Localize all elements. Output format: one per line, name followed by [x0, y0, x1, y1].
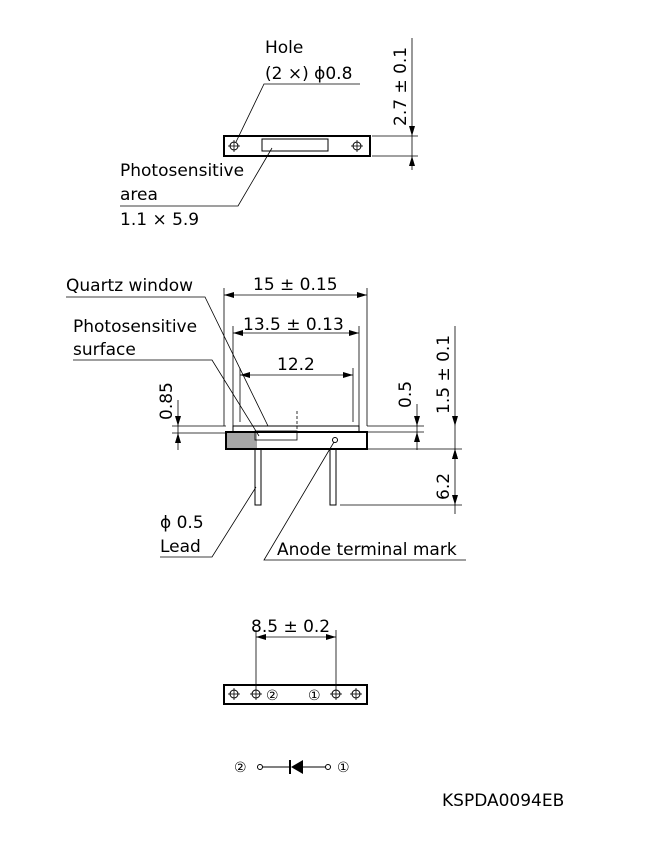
- hole-spec-label: (2 ×) ϕ0.8: [265, 64, 352, 84]
- pitch-dimension-label: 8.5 ± 0.2: [251, 617, 330, 637]
- hole-right-icon: [351, 140, 363, 152]
- photosensitive-chip: [227, 433, 257, 448]
- body-height-dimension-label: 1.5 ± 0.1: [434, 335, 454, 414]
- inner-length-dimension: 13.5 ± 0.13: [232, 315, 360, 426]
- schematic-pin-2-label: ②: [234, 760, 247, 776]
- anode-mark-dot: [332, 437, 338, 443]
- lead-label: Lead: [160, 537, 201, 557]
- diode-schematic: ② ①: [234, 760, 350, 776]
- lead-left: [254, 448, 262, 506]
- quartz-window-body: [232, 425, 360, 433]
- area-label-line-2: area: [120, 185, 158, 205]
- quartz-window-label: Quartz window: [66, 276, 193, 296]
- bottom-pin-2-label: ②: [266, 688, 279, 704]
- window-thickness-dimension-label: 0.5: [396, 381, 416, 408]
- bottom-hole-3-icon: [330, 688, 342, 700]
- area-leader-line: [120, 147, 273, 207]
- length-dimension-label: 15 ± 0.15: [253, 275, 338, 295]
- bottom-hole-2-icon: [250, 688, 262, 700]
- side-view: 15 ± 0.15 13.5 ± 0.13 12.2 Quartz window…: [66, 275, 466, 561]
- surface-label-line-2: surface: [73, 340, 136, 360]
- top-view-body: [223, 135, 371, 157]
- area-size-label: 1.1 × 5.9: [120, 210, 199, 230]
- height-dimension-label: 2.7 ± 0.1: [391, 47, 411, 126]
- height-dimension: 2.7 ± 0.1: [372, 38, 418, 170]
- window-thickness-dimension: 0.5: [367, 381, 424, 450]
- surface-label-line-1: Photosensitive: [73, 317, 197, 337]
- window-length-dimension: 12.2: [239, 355, 354, 422]
- pitch-dimension: 8.5 ± 0.2: [251, 617, 337, 688]
- top-view: Hole (2 ×) ϕ0.8 Photosensitive area 1.1 …: [120, 38, 418, 230]
- hole-label: Hole: [265, 38, 303, 58]
- anode-mark-leader: [263, 441, 466, 561]
- hole-left-icon: [228, 140, 240, 152]
- lead-length-dimension: 6.2: [340, 449, 462, 514]
- length-dimension: 15 ± 0.15: [223, 275, 368, 426]
- lead-leader-line: [160, 486, 257, 558]
- bottom-view: ② ① 8.5 ± 0.2: [223, 617, 368, 705]
- body-height-dimension: 1.5 ± 0.1: [367, 326, 462, 459]
- surface-depth-dimension: 0.85: [157, 382, 226, 450]
- lead-length-dimension-label: 6.2: [434, 473, 454, 500]
- bottom-view-body: [223, 684, 368, 705]
- lead-right: [329, 448, 337, 506]
- lead-spec-label: ϕ 0.5: [160, 513, 204, 533]
- bottom-hole-1-icon: [228, 688, 240, 700]
- window-length-dimension-label: 12.2: [277, 355, 315, 375]
- bottom-pin-1-label: ①: [308, 688, 321, 704]
- area-label-line-1: Photosensitive: [120, 161, 244, 181]
- surface-depth-dimension-label: 0.85: [157, 382, 177, 420]
- surface-leader: [73, 359, 260, 437]
- schematic-pin-1-label: ①: [337, 760, 350, 776]
- quartz-window-leader: [66, 296, 269, 427]
- hole-leader-line: [235, 83, 360, 143]
- diode-triangle-icon: [291, 760, 303, 774]
- photosensitive-area-window: [261, 138, 329, 152]
- anode-mark-label: Anode terminal mark: [277, 540, 457, 560]
- inner-length-dimension-label: 13.5 ± 0.13: [243, 315, 344, 335]
- bottom-hole-4-icon: [350, 688, 362, 700]
- chip-outline: [254, 430, 298, 441]
- drawing-code: KSPDA0094EB: [442, 791, 564, 811]
